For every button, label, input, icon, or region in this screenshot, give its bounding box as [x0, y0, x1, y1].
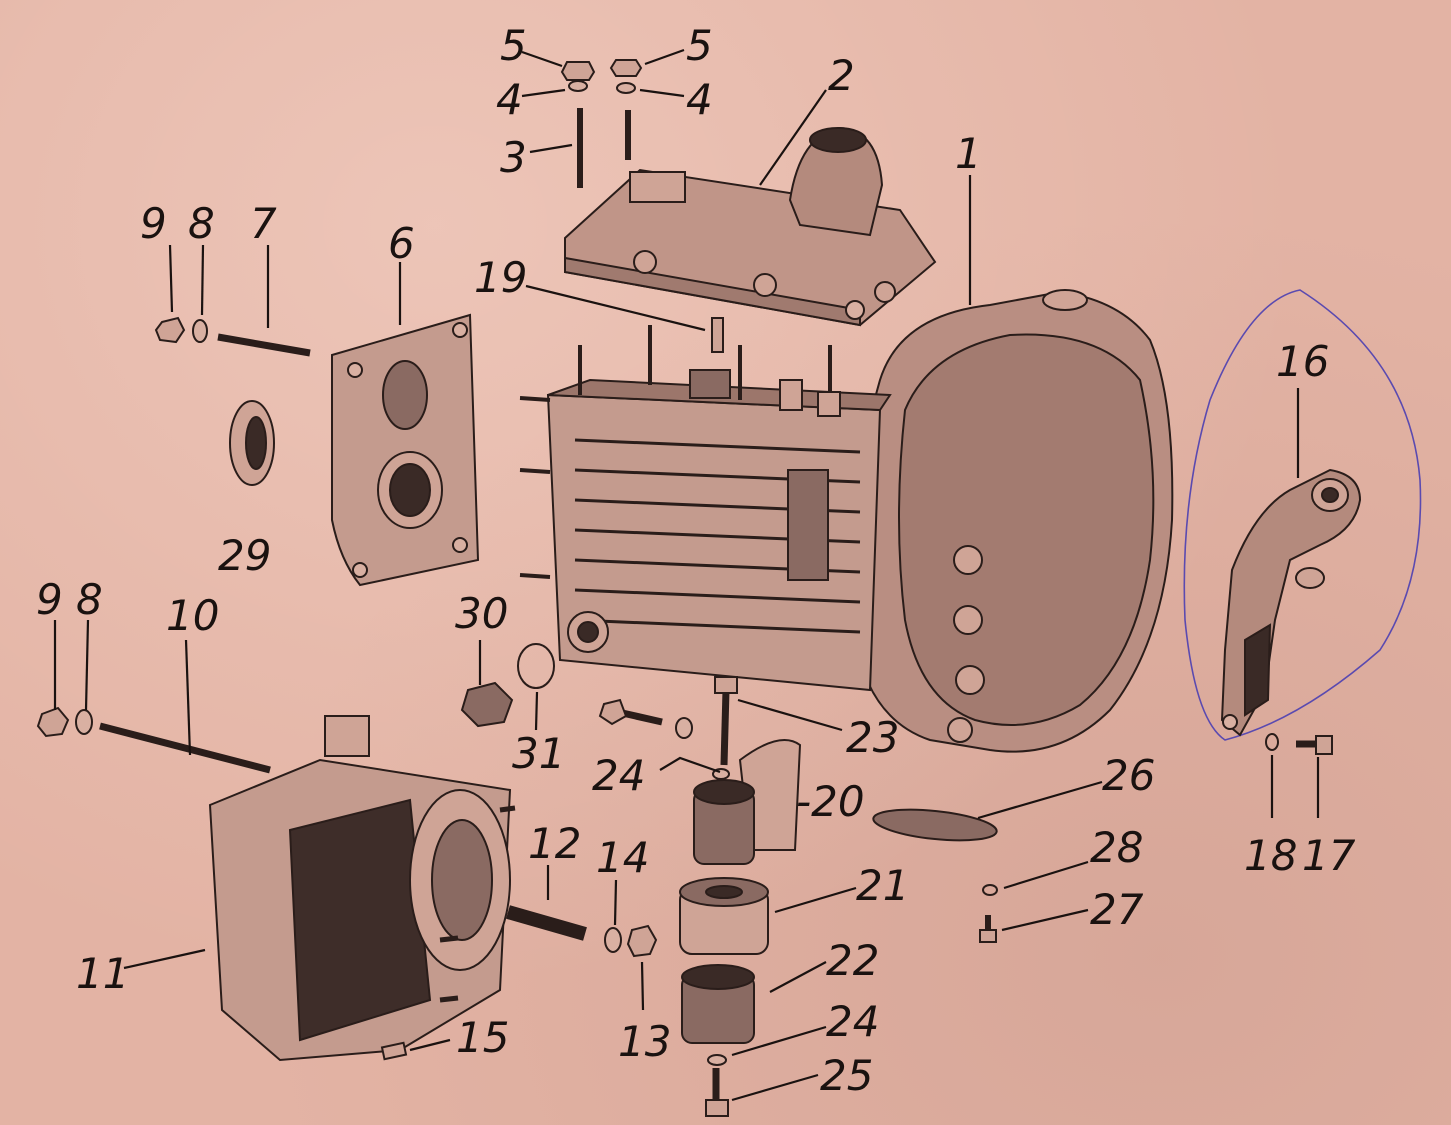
- callout-9b: 9: [36, 575, 63, 624]
- callout-22: 22: [826, 936, 879, 985]
- callout-6: 6: [388, 219, 415, 268]
- callout-labels: 5 5 2 4 4 3 1 9 8 7 6 19 16 29 9 8 10 30…: [36, 21, 1356, 1100]
- callout-28: 28: [1090, 823, 1143, 872]
- callout-20: -20: [796, 777, 865, 826]
- callout-13: 13: [618, 1017, 671, 1066]
- callout-18: 18: [1244, 831, 1297, 880]
- callout-23: 23: [846, 713, 899, 762]
- callout-12: 12: [528, 819, 581, 868]
- callout-7: 7: [250, 199, 277, 248]
- part-8-9-10-bolt: [36, 706, 271, 774]
- callout-21: 21: [856, 861, 909, 910]
- callout-29: 29: [218, 531, 271, 580]
- callout-26: 26: [1102, 751, 1155, 800]
- callout-4b: 4: [686, 75, 713, 124]
- part-29-seal: [229, 400, 275, 486]
- part-27-28-screw: [979, 884, 998, 943]
- part-20-23-24-mount: [598, 676, 802, 865]
- part-12-13-14-stud: [506, 905, 658, 958]
- callout-24a: 24: [592, 751, 645, 800]
- callout-5b: 5: [686, 21, 713, 70]
- callout-1: 1: [955, 129, 982, 178]
- callout-11: 11: [76, 949, 129, 998]
- leader-lines: [53, 48, 1320, 1102]
- callout-10: 10: [166, 591, 219, 640]
- callout-14: 14: [596, 833, 649, 882]
- part-6-end-plate: [331, 313, 480, 587]
- callout-27: 27: [1090, 885, 1144, 934]
- part-26-gasket: [872, 808, 998, 842]
- part-3-4-5-fasteners: [560, 59, 643, 188]
- callout-3: 3: [500, 133, 527, 182]
- callout-8b: 8: [76, 575, 103, 624]
- callout-2: 2: [828, 51, 855, 100]
- callout-17: 17: [1302, 831, 1356, 880]
- part-16-bracket: [1183, 289, 1422, 741]
- callout-19: 19: [474, 253, 527, 302]
- part-15-pin: [380, 1041, 408, 1061]
- callout-30: 30: [455, 589, 508, 638]
- callout-31: 31: [512, 729, 565, 778]
- callout-9a: 9: [140, 199, 167, 248]
- callout-24b: 24: [826, 997, 879, 1046]
- callout-15: 15: [456, 1013, 509, 1062]
- part-1-housing: [519, 289, 1174, 753]
- callout-4a: 4: [496, 75, 523, 124]
- part-11-rear-housing: [208, 715, 516, 1062]
- part-30-31-plug: [460, 643, 555, 728]
- callout-5a: 5: [500, 21, 527, 70]
- part-21-22-25-mount-stack: [679, 877, 769, 1117]
- pen-circle: [1183, 289, 1422, 741]
- callout-25: 25: [820, 1051, 873, 1100]
- part-17-18-screw: [1265, 733, 1333, 755]
- part-19-pin: [711, 317, 724, 353]
- part-2-top-cover: [564, 126, 937, 327]
- part-7-8-9-bolt: [154, 316, 311, 357]
- callout-16: 16: [1276, 337, 1329, 386]
- callout-8a: 8: [188, 199, 215, 248]
